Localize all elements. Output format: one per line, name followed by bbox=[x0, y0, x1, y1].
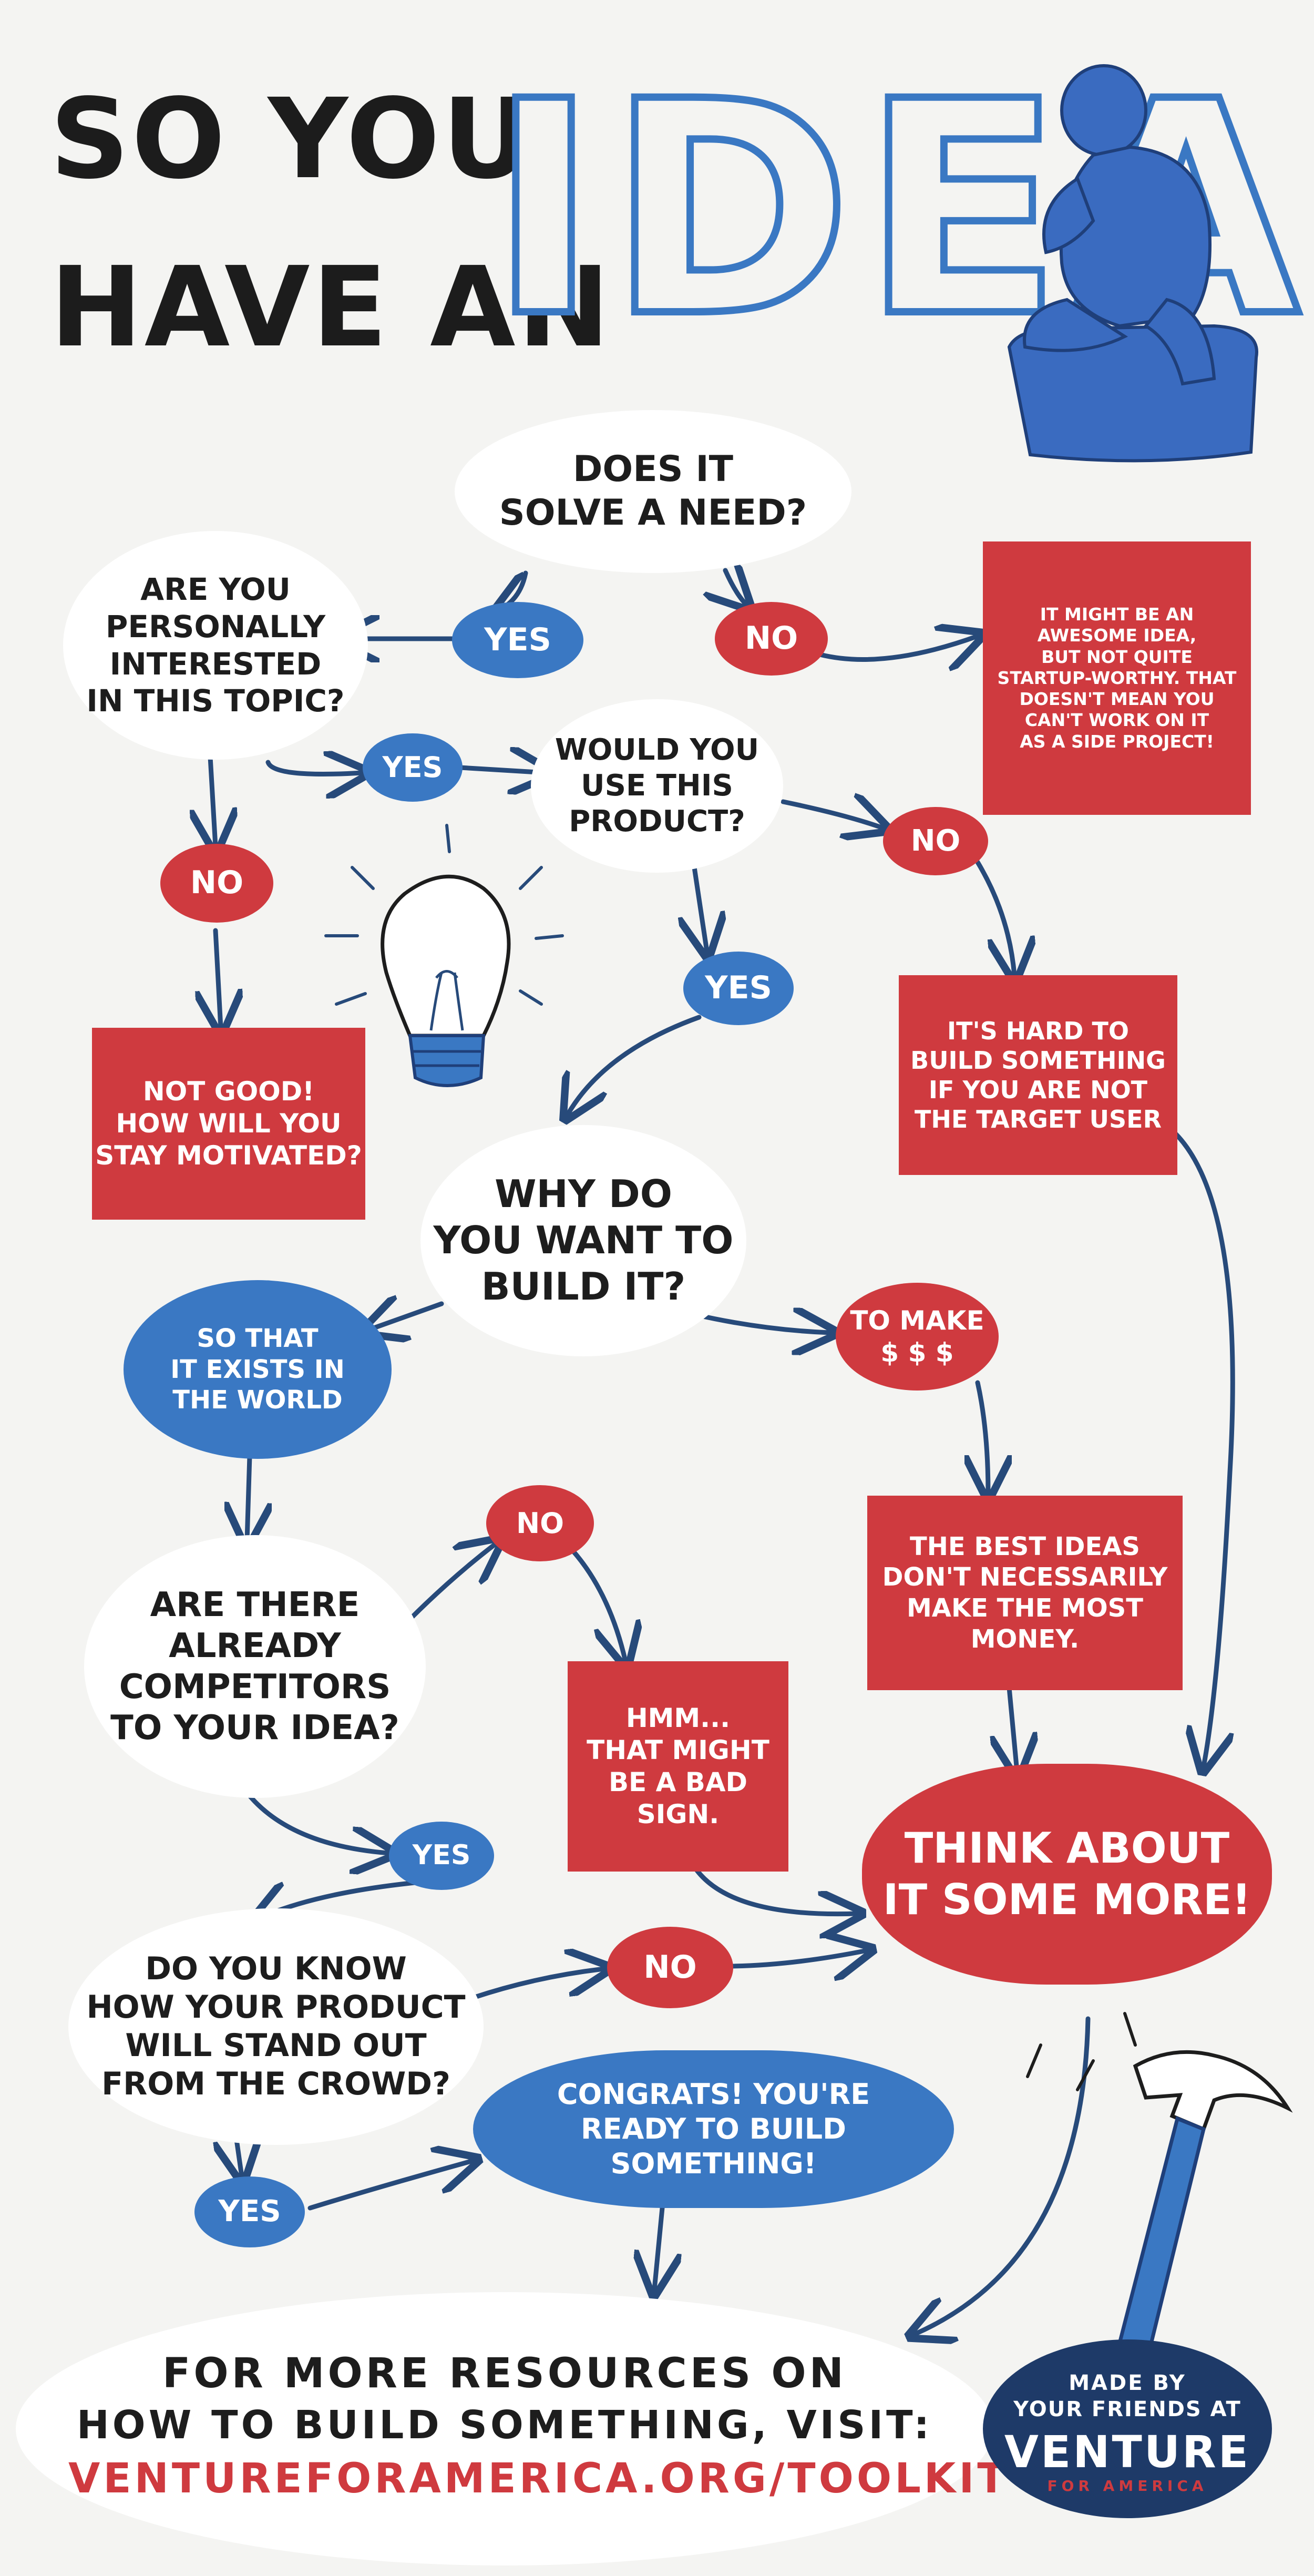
badge-line-2: YOUR FRIENDS AT bbox=[1013, 2397, 1241, 2421]
arrow-think-to-footer bbox=[915, 2016, 1091, 2334]
arrow-interested-to-no bbox=[210, 754, 215, 846]
arrow-no-to-notstartup bbox=[817, 636, 978, 659]
arrow-why-to-exists bbox=[368, 1304, 444, 1330]
footer-cloud bbox=[16, 2292, 993, 2565]
question-solve-need: DOES IT SOLVE A NEED? bbox=[455, 410, 851, 573]
question-competitors: ARE THERE ALREADY COMPETITORS TO YOUR ID… bbox=[84, 1535, 426, 1798]
result-not-good: NOT GOOD! HOW WILL YOU STAY MOTIVATED? bbox=[92, 1028, 365, 1220]
answer-yes-use: YES bbox=[683, 952, 794, 1025]
arrow-why-to-money bbox=[691, 1314, 830, 1333]
question-why-build: WHY DO YOU WANT TO BUILD IT? bbox=[420, 1125, 746, 1356]
answer-no-need: NO bbox=[715, 602, 828, 676]
answer-yes-competitors: YES bbox=[389, 1822, 494, 1890]
arrow-no-to-hard bbox=[975, 860, 1014, 975]
arrow-use-to-no bbox=[781, 802, 883, 828]
arrow-hard-to-think bbox=[1169, 1128, 1235, 1766]
answer-exists: SO THAT IT EXISTS IN THE WORLD bbox=[124, 1280, 392, 1459]
title-line-2: HAVE AN bbox=[50, 243, 612, 372]
answer-yes-interested: YES bbox=[363, 733, 463, 802]
arrow-no-to-notgood bbox=[215, 928, 221, 1028]
light-bulb-icon bbox=[324, 824, 564, 1087]
arrow-standout-to-no bbox=[470, 1969, 604, 2000]
answer-yes-stand-out: YES bbox=[194, 2176, 305, 2247]
made-by-badge: MADE BY YOUR FRIENDS AT VENTURE FOR AMER… bbox=[983, 2339, 1272, 2518]
answer-no-stand-out: NO bbox=[607, 1927, 733, 2008]
result-bad-sign: HMM... THAT MIGHT BE A BAD SIGN. bbox=[568, 1661, 788, 1872]
arrow-exists-to-competitors bbox=[247, 1454, 250, 1540]
arrow-money-to-best bbox=[978, 1380, 988, 1493]
badge-sub: FOR AMERICA bbox=[1047, 2477, 1208, 2495]
question-interested: ARE YOU PERSONALLY INTERESTED IN THIS TO… bbox=[63, 531, 368, 760]
question-stand-out: DO YOU KNOW HOW YOUR PRODUCT WILL STAND … bbox=[68, 1908, 484, 2145]
answer-no-competitors: NO bbox=[486, 1485, 594, 1561]
arrow-need-to-no bbox=[725, 570, 746, 605]
toolkit-link[interactable]: VENTUREFORAMERICA.ORG/TOOLKIT bbox=[68, 2455, 1009, 2502]
result-hard-to-build: IT'S HARD TO BUILD SOMETHING IF YOU ARE … bbox=[899, 975, 1177, 1175]
answer-no-use: NO bbox=[883, 807, 988, 875]
result-not-startup: IT MIGHT BE AN AWESOME IDEA, BUT NOT QUI… bbox=[983, 541, 1251, 815]
arrow-congrats-to-footer bbox=[654, 2205, 662, 2289]
answer-money: TO MAKE $ $ $ bbox=[836, 1283, 999, 1391]
result-think-more: THINK ABOUT IT SOME MORE! bbox=[862, 1764, 1272, 1985]
answer-no-interested: NO bbox=[160, 844, 273, 923]
badge-brand: VENTURE bbox=[1004, 2426, 1251, 2478]
footer-line-1: FOR MORE RESOURCES ON bbox=[162, 2350, 847, 2397]
arrow-competitors-to-no bbox=[407, 1543, 497, 1622]
result-best-ideas: THE BEST IDEAS DON'T NECESSARILY MAKE TH… bbox=[867, 1496, 1183, 1690]
arrow-yes-to-why bbox=[568, 1015, 702, 1115]
question-use-product: WOULD YOU USE THIS PRODUCT? bbox=[531, 699, 783, 873]
arrow-yes-to-congrats bbox=[307, 2161, 473, 2211]
answer-yes-need: YES bbox=[452, 602, 583, 678]
arrow-standout-to-yes bbox=[237, 2140, 242, 2176]
arrow-competitors-to-yes bbox=[244, 1790, 389, 1853]
arrow-best-to-think bbox=[1009, 1685, 1017, 1772]
footer-line-2: HOW TO BUILD SOMETHING, VISIT: bbox=[76, 2403, 933, 2448]
badge-line-1: MADE BY bbox=[1069, 2371, 1186, 2395]
result-congrats: CONGRATS! YOU'RE READY TO BUILD SOMETHIN… bbox=[473, 2050, 954, 2208]
arrow-no-to-think bbox=[723, 1950, 867, 1966]
arrow-no-to-badsign bbox=[570, 1548, 625, 1661]
arrow-interested-to-yes bbox=[265, 762, 363, 774]
thinker-statue-icon bbox=[1007, 64, 1258, 463]
title-line-1: SO YOU bbox=[50, 75, 534, 203]
